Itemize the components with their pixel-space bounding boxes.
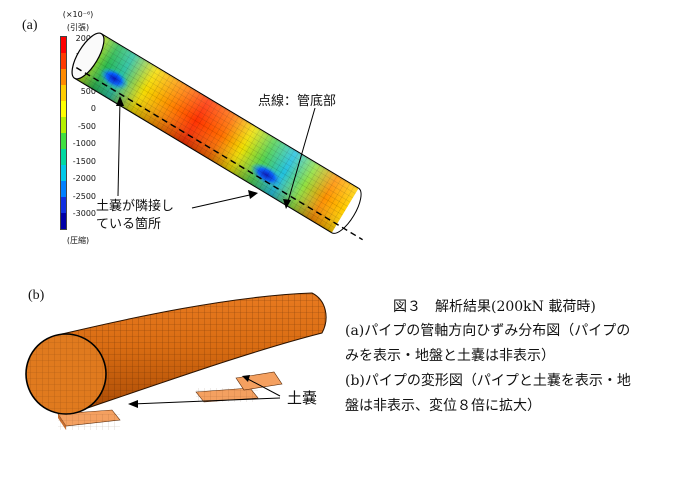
colorbar-segment xyxy=(61,149,66,165)
caption-line-1: (a)パイプの管軸方向ひずみ分布図（パイプの xyxy=(345,323,631,339)
colorbar-segment xyxy=(61,213,66,229)
annotation-soil-bag-line1: 土嚢が隣接し xyxy=(96,199,175,214)
colorbar-segment xyxy=(61,69,66,85)
colorbar-segment xyxy=(61,181,66,197)
caption-line-4: 盤は非表示、変位８倍に拡大） xyxy=(345,398,541,414)
colorbar-segment xyxy=(61,133,66,149)
legend-tick-label: -1500 xyxy=(72,156,96,166)
legend-tick-label: -3000 xyxy=(72,209,96,218)
pipe-bottom-dotted-line xyxy=(75,67,363,241)
legend-tick-label: -1000 xyxy=(72,139,96,148)
legend-tick-label: 500 xyxy=(80,86,96,96)
colorbar-segment xyxy=(61,101,66,117)
deformed-pipe-figure xyxy=(25,292,327,430)
caption-line-3: (b)パイプの変形図（パイプと土嚢を表示・地 xyxy=(345,373,631,389)
annotation-dotted-line: 点線：管底部 xyxy=(258,94,337,109)
legend-compression-label: (圧縮) xyxy=(66,236,90,245)
panel-b-label: (b) xyxy=(28,288,45,303)
legend-tick-label: 0 xyxy=(90,104,96,113)
strain-pipe xyxy=(71,32,363,241)
legend-unit-label: (×10⁻⁶) xyxy=(62,10,94,19)
strain-colorbar xyxy=(60,36,67,230)
legend-tick-label: -2500 xyxy=(72,191,96,201)
arrow-dotted-line xyxy=(286,107,316,206)
legend-tension-label: (引張) xyxy=(66,23,90,32)
colorbar-segment xyxy=(61,85,66,101)
colorbar-segment xyxy=(61,53,66,69)
annotation-soil-bag-line2: ている箇所 xyxy=(96,217,162,232)
legend-tick-label: -2000 xyxy=(72,174,96,183)
soil-bag-3 xyxy=(235,371,283,391)
soil-bag-2 xyxy=(195,387,259,403)
annotation-soil-bag-b: 土嚢 xyxy=(287,389,318,407)
panel-a-label: (a) xyxy=(22,18,38,33)
arrow-soil-bag-2 xyxy=(191,193,255,209)
figure-caption-title: 図３ 解析結果(200kN 載荷時) xyxy=(393,299,596,315)
arrow-soil-bag-b1 xyxy=(131,397,281,405)
colorbar-segment xyxy=(61,197,66,213)
arrow-soil-bag-1 xyxy=(117,99,121,197)
colorbar-segment xyxy=(61,37,66,53)
caption-line-2: みを表示・地盤と土嚢は非表示） xyxy=(345,348,555,364)
legend-tick-label: -500 xyxy=(77,121,96,131)
colorbar-segment xyxy=(61,117,66,133)
legend-tick-label: 2000 xyxy=(75,34,96,43)
arrow-soil-bag-b2 xyxy=(245,377,281,397)
colorbar-segment xyxy=(61,165,66,181)
